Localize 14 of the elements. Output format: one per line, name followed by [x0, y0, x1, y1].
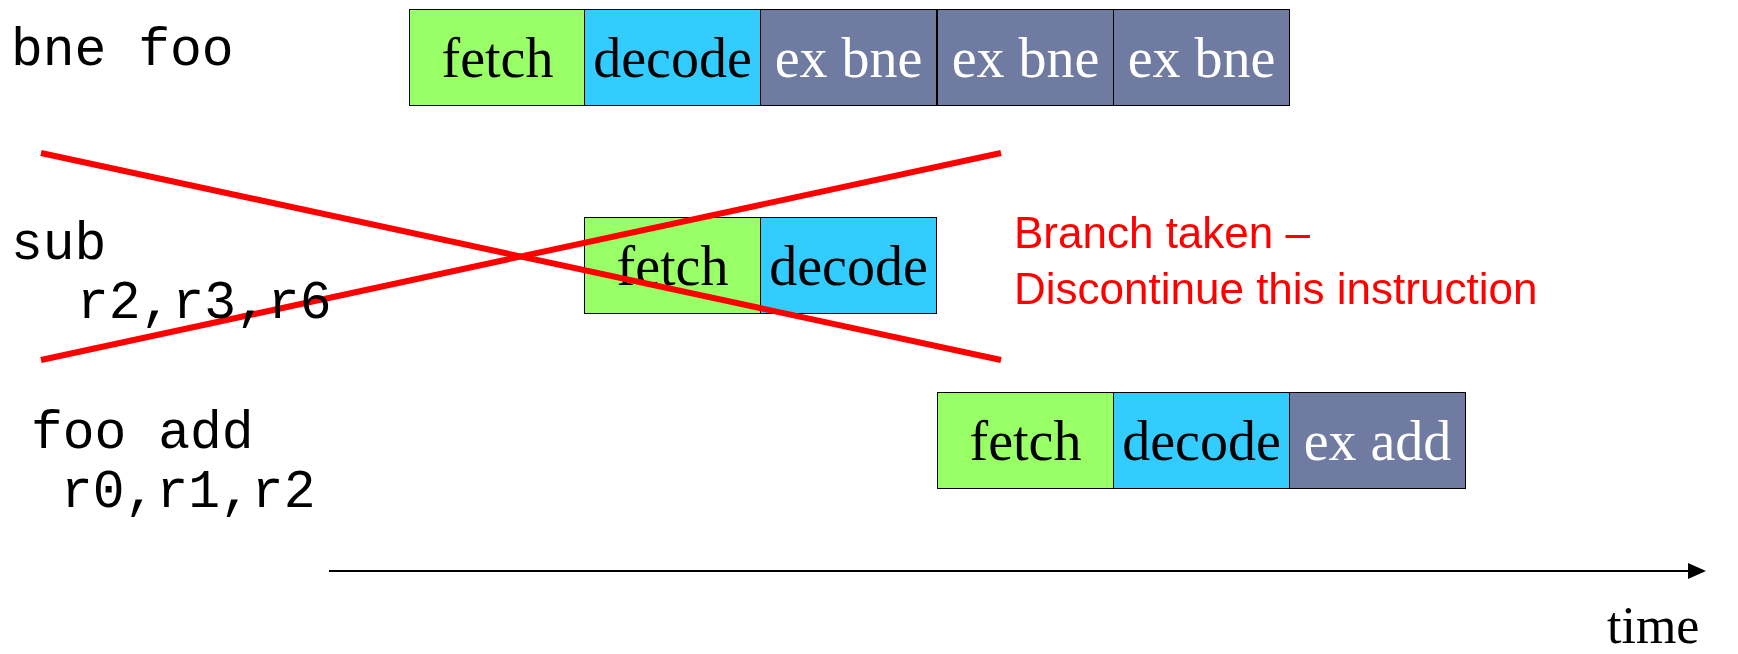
annotation-text: Branch taken – [1014, 208, 1310, 258]
decode-stage-box: decode [760, 217, 937, 314]
execute-stage-box: ex bne [937, 9, 1114, 106]
annotation-text: Discontinue this instruction [1014, 264, 1538, 314]
execute-stage-box: ex add [1289, 392, 1466, 489]
axis-label: time [1607, 598, 1700, 654]
execute-stage-box: ex bne [760, 9, 937, 106]
execute-stage-box: ex bne [1113, 9, 1290, 106]
decode-stage-box: decode [1113, 392, 1290, 489]
instruction-label: bne foo [11, 22, 235, 81]
fetch-stage-box: fetch [937, 392, 1114, 489]
decode-stage-box: decode [584, 9, 761, 106]
instruction-label: foo add r0,r1,r2 [31, 405, 317, 523]
fetch-stage-box: fetch [409, 9, 586, 106]
